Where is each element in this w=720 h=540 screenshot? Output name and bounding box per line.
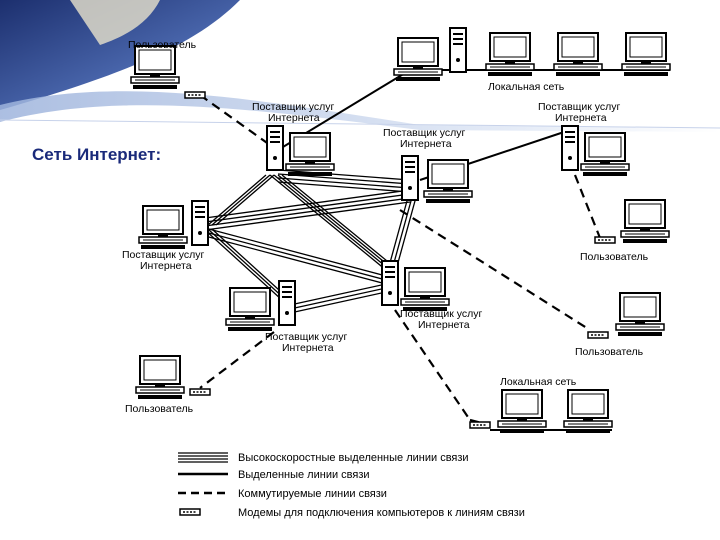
isp-right-label-2: Интернета <box>555 112 607 124</box>
dialup-links <box>199 94 602 427</box>
user-right-lower-node: Пользователь <box>575 292 665 358</box>
isp-center-label-2: Интернета <box>400 138 452 150</box>
isp-center-node: Поставщик услуг Интернета <box>383 127 473 204</box>
high-speed-links <box>204 169 419 314</box>
isp-bottom-left-label-2: Интернета <box>282 342 334 354</box>
legend-modem: Модемы для подключения компьютеров к лин… <box>179 507 525 519</box>
user-right-lower-label: Пользователь <box>575 346 644 358</box>
user-bottom-left-node: Пользователь <box>125 355 211 415</box>
lan-bottom-label: Локальная сеть <box>500 376 577 388</box>
isp-bottom-center-label-1: Поставщик услуг <box>400 308 483 320</box>
lan-bottom-node: Локальная сеть <box>469 376 613 434</box>
isp-left-node: Поставщик услуг Интернета <box>122 200 209 272</box>
lan-top-node: Локальная сеть <box>393 27 671 93</box>
legend-dedicated-label: Выделенные линии связи <box>238 469 370 481</box>
legend-high-speed: Высокоскоростные выделенные линии связи <box>178 452 469 464</box>
user-right-node: Пользователь <box>580 199 670 263</box>
legend-dedicated: Выделенные линии связи <box>178 469 370 481</box>
isp-right-node: Поставщик услуг Интернета <box>538 101 630 177</box>
isp-bottom-center-node: Поставщик услуг Интернета <box>381 260 483 331</box>
legend-high-speed-label: Высокоскоростные выделенные линии связи <box>238 452 469 464</box>
user-top-node: Пользователь <box>128 39 206 99</box>
isp-1-label-1: Поставщик услуг <box>252 101 335 113</box>
user-bottom-left-label: Пользователь <box>125 403 194 415</box>
isp-1-node: Поставщик услуг Интернета <box>252 101 335 177</box>
isp-bottom-left-label-1: Поставщик услуг <box>265 331 348 343</box>
user-right-label: Пользователь <box>580 251 649 263</box>
legend-modem-label: Модемы для подключения компьютеров к лин… <box>238 507 525 519</box>
isp-bottom-left-node: Поставщик услуг Интернета <box>225 280 348 354</box>
lan-top-label: Локальная сеть <box>488 81 565 93</box>
isp-left-label-2: Интернета <box>140 260 192 272</box>
legend: Высокоскоростные выделенные линии связи … <box>178 452 525 519</box>
legend-dialup-label: Коммутируемые линии связи <box>238 488 387 500</box>
user-top-label: Пользователь <box>128 39 197 51</box>
isp-center-label-1: Поставщик услуг <box>383 127 466 139</box>
isp-right-label-1: Поставщик услуг <box>538 101 621 113</box>
isp-left-label-1: Поставщик услуг <box>122 249 205 261</box>
slide-title: Сеть Интернет: <box>32 145 162 164</box>
isp-bottom-center-label-2: Интернета <box>418 319 470 331</box>
isp-1-label-2: Интернета <box>268 112 320 124</box>
legend-dialup: Коммутируемые линии связи <box>178 488 387 500</box>
